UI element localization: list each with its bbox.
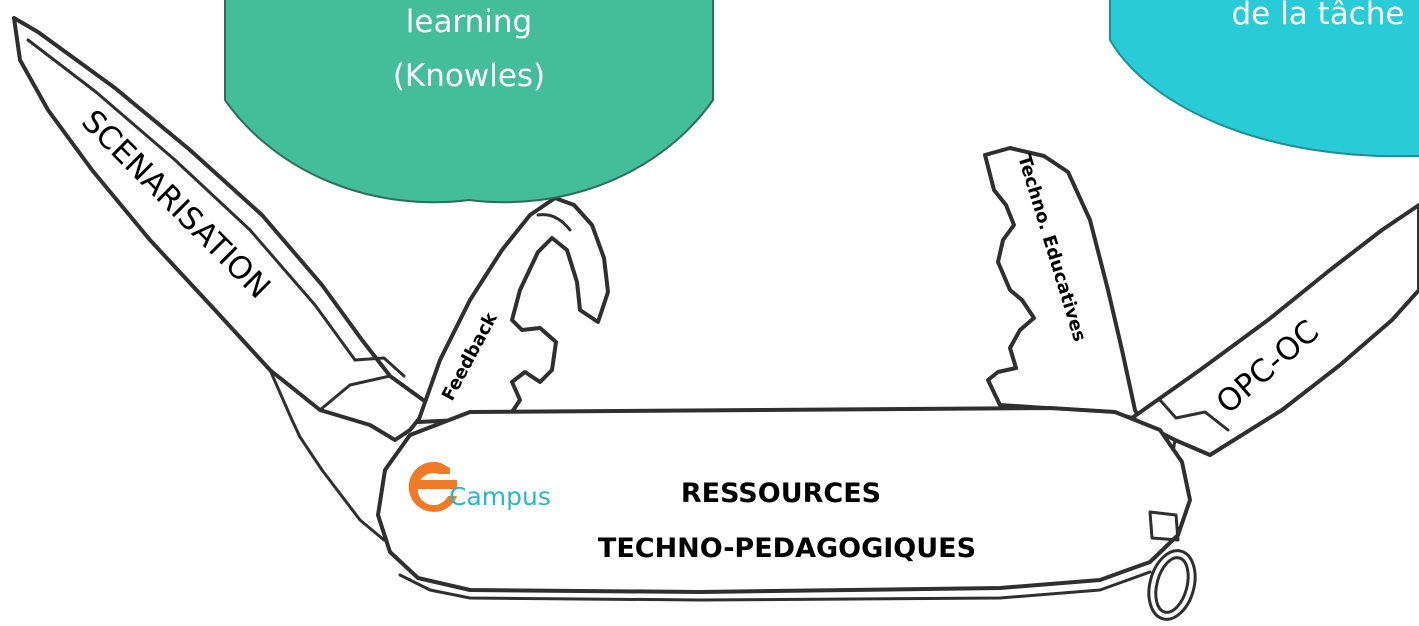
- handle-title-line2: TECHNO-PEDAGOGIQUES: [598, 533, 976, 564]
- techno-educatives-tool: Techno. Educatives: [983, 146, 1142, 422]
- key-ring: [1147, 549, 1197, 621]
- tache-bubble-line1: de la tâche: [1232, 0, 1405, 32]
- ecampus-logo-e-bar: [413, 480, 457, 489]
- knowles-bubble-line2: (Knowles): [393, 58, 545, 94]
- tache-bubble: de la tâche: [1109, 0, 1419, 158]
- knowles-bubble-line1: learning: [406, 4, 532, 40]
- knowles-bubble: learning (Knowles): [224, 0, 714, 204]
- tache-bubble-shape: [1109, 0, 1419, 158]
- handle-title-line1: RESSOURCES: [681, 478, 881, 509]
- knife-handle: [376, 406, 1192, 602]
- feedback-tool: Feedback: [416, 196, 610, 424]
- ecampus-logo-text: Campus: [449, 482, 551, 511]
- knowles-bubble-shape: [224, 0, 714, 204]
- opc-oc-blade: OPC-OC: [1130, 203, 1419, 492]
- ecampus-logo: Campus: [408, 461, 551, 512]
- ecampus-logo-e-mark: [408, 461, 457, 512]
